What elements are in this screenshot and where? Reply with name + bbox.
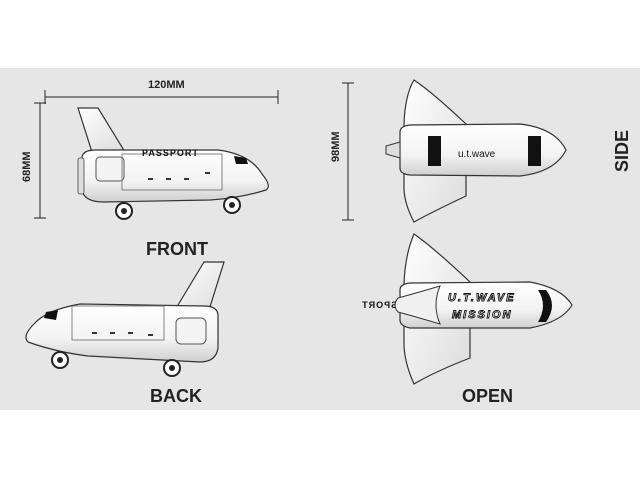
open-logo-line1: U.T.WAVE xyxy=(448,292,516,304)
dimension-height: 68MM xyxy=(21,102,46,219)
shuttle-open-view: U.T.WAVE MISSION xyxy=(394,233,573,385)
side-logo-text: u.t.wave xyxy=(458,149,496,160)
length-label: 98MM xyxy=(330,131,342,162)
dimension-length: 98MM xyxy=(330,82,354,221)
shuttle-front-view: PASSPORT xyxy=(77,107,269,220)
open-label: OPEN xyxy=(462,386,513,406)
dimension-width: 120MM xyxy=(44,79,279,104)
back-label: BACK xyxy=(150,386,202,406)
back-body-text: PASSPORT xyxy=(361,300,418,310)
shuttle-back-view: PASSPORT xyxy=(25,261,418,377)
front-label: FRONT xyxy=(146,239,208,259)
open-logo-line2: MISSION xyxy=(452,309,512,321)
shuttle-side-view: u.t.wave xyxy=(385,79,567,223)
side-label: SIDE xyxy=(612,130,632,172)
front-body-text: PASSPORT xyxy=(142,148,199,158)
width-label: 120MM xyxy=(148,79,185,91)
height-label: 68MM xyxy=(21,151,33,182)
